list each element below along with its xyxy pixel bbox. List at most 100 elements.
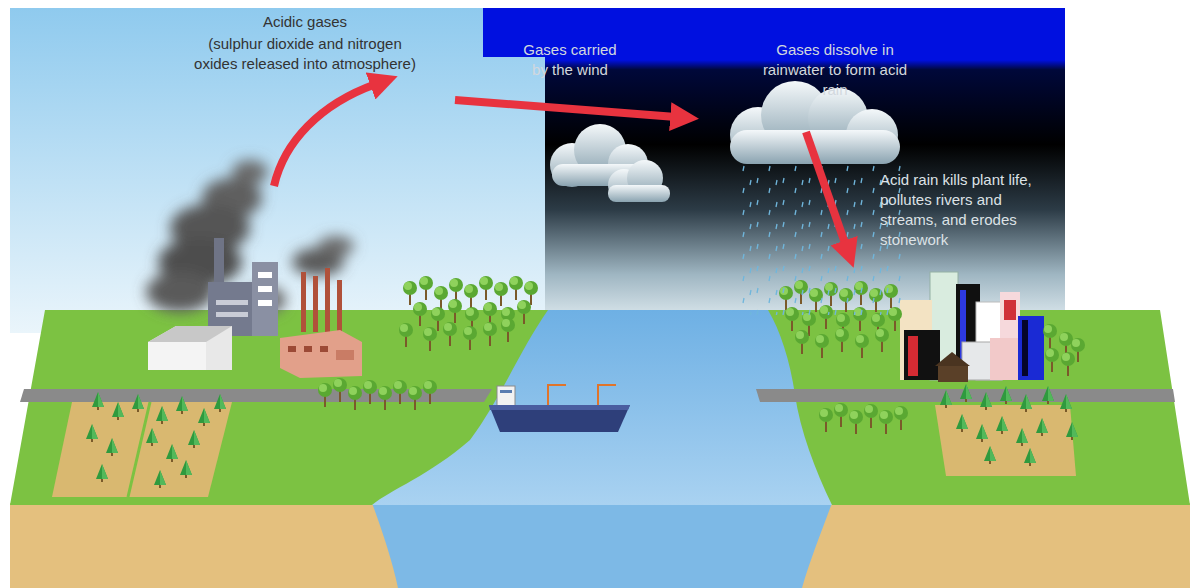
tree (1061, 352, 1075, 376)
smoke-puff (318, 236, 354, 256)
field (52, 402, 232, 497)
tree (1045, 348, 1059, 372)
tree (419, 276, 433, 300)
tree (333, 378, 347, 402)
tree (815, 334, 829, 358)
plant-tower (252, 262, 278, 336)
tree (483, 322, 497, 346)
city (900, 272, 1044, 382)
window (288, 346, 296, 352)
tree (479, 276, 493, 300)
ship-bridge (497, 386, 515, 406)
crane (597, 384, 599, 406)
pine (112, 402, 124, 420)
field (935, 405, 1076, 476)
pine (984, 446, 996, 464)
tree (819, 408, 833, 432)
tree (864, 404, 878, 428)
warehouse-wall (148, 342, 206, 370)
pine (156, 406, 168, 424)
warehouse (148, 326, 232, 370)
ship-hull (489, 405, 630, 432)
smoke-puff (146, 272, 214, 312)
tree (399, 323, 413, 347)
building (990, 338, 1018, 380)
tree (879, 410, 893, 434)
tree (449, 278, 463, 302)
tree (431, 307, 445, 331)
tree (393, 380, 407, 404)
tree (413, 302, 427, 326)
pine (96, 464, 108, 482)
annex (336, 350, 354, 360)
pine (106, 438, 118, 456)
window (258, 286, 272, 292)
tree (875, 328, 889, 352)
pine (166, 444, 178, 462)
tree (894, 406, 908, 430)
pine (976, 424, 988, 442)
effect-label: Acid rain kills plant life, pollutes riv… (880, 170, 1040, 250)
rising-arrow (274, 84, 376, 186)
tree (348, 386, 362, 410)
tree (1043, 324, 1057, 348)
tree (501, 318, 515, 342)
tree (448, 299, 462, 323)
heading-label: Acidic gases (190, 12, 420, 32)
pine (1066, 422, 1078, 440)
tree (434, 286, 448, 310)
tree (849, 410, 863, 434)
pine (940, 390, 952, 408)
pine (146, 428, 158, 446)
tree (318, 383, 332, 407)
pine (1020, 394, 1032, 412)
pine (1042, 386, 1054, 404)
building-detail (1004, 300, 1016, 320)
house (938, 366, 968, 382)
soil-face (10, 503, 398, 588)
crane (547, 384, 549, 406)
pine (996, 416, 1008, 434)
window (216, 312, 248, 317)
tree (464, 284, 478, 308)
step-label: Gases carried by the wind (515, 40, 625, 80)
pine (92, 392, 104, 410)
cloud-base (608, 185, 670, 202)
tree (378, 386, 392, 410)
pine (1016, 428, 1028, 446)
window (216, 300, 248, 305)
field-divider (128, 402, 150, 497)
building (904, 330, 940, 380)
tree (463, 326, 477, 350)
pine (86, 424, 98, 442)
crane (598, 384, 616, 386)
building-stripe (1022, 320, 1028, 376)
chimney (325, 268, 330, 332)
trees (86, 276, 1085, 488)
tree (834, 403, 848, 427)
pine (176, 396, 188, 414)
tree (795, 330, 809, 354)
tree (855, 334, 869, 358)
pine (1060, 394, 1072, 412)
crane (548, 384, 566, 386)
pine (214, 394, 226, 412)
clouds (550, 81, 905, 315)
tree (408, 386, 422, 410)
pine (188, 430, 200, 448)
tree (403, 281, 417, 305)
tree (363, 380, 377, 404)
pine (132, 394, 144, 412)
pine (980, 392, 992, 410)
step-label: Gases dissolve in rainwater to form acid… (760, 40, 910, 100)
warehouse-roof (148, 326, 232, 342)
tree (423, 380, 437, 404)
chimney (301, 272, 306, 332)
pine (154, 470, 166, 488)
window (258, 272, 272, 278)
falling-arrow (806, 132, 846, 246)
building-detail (908, 336, 918, 376)
river-front (355, 503, 845, 588)
chimney (313, 276, 318, 332)
